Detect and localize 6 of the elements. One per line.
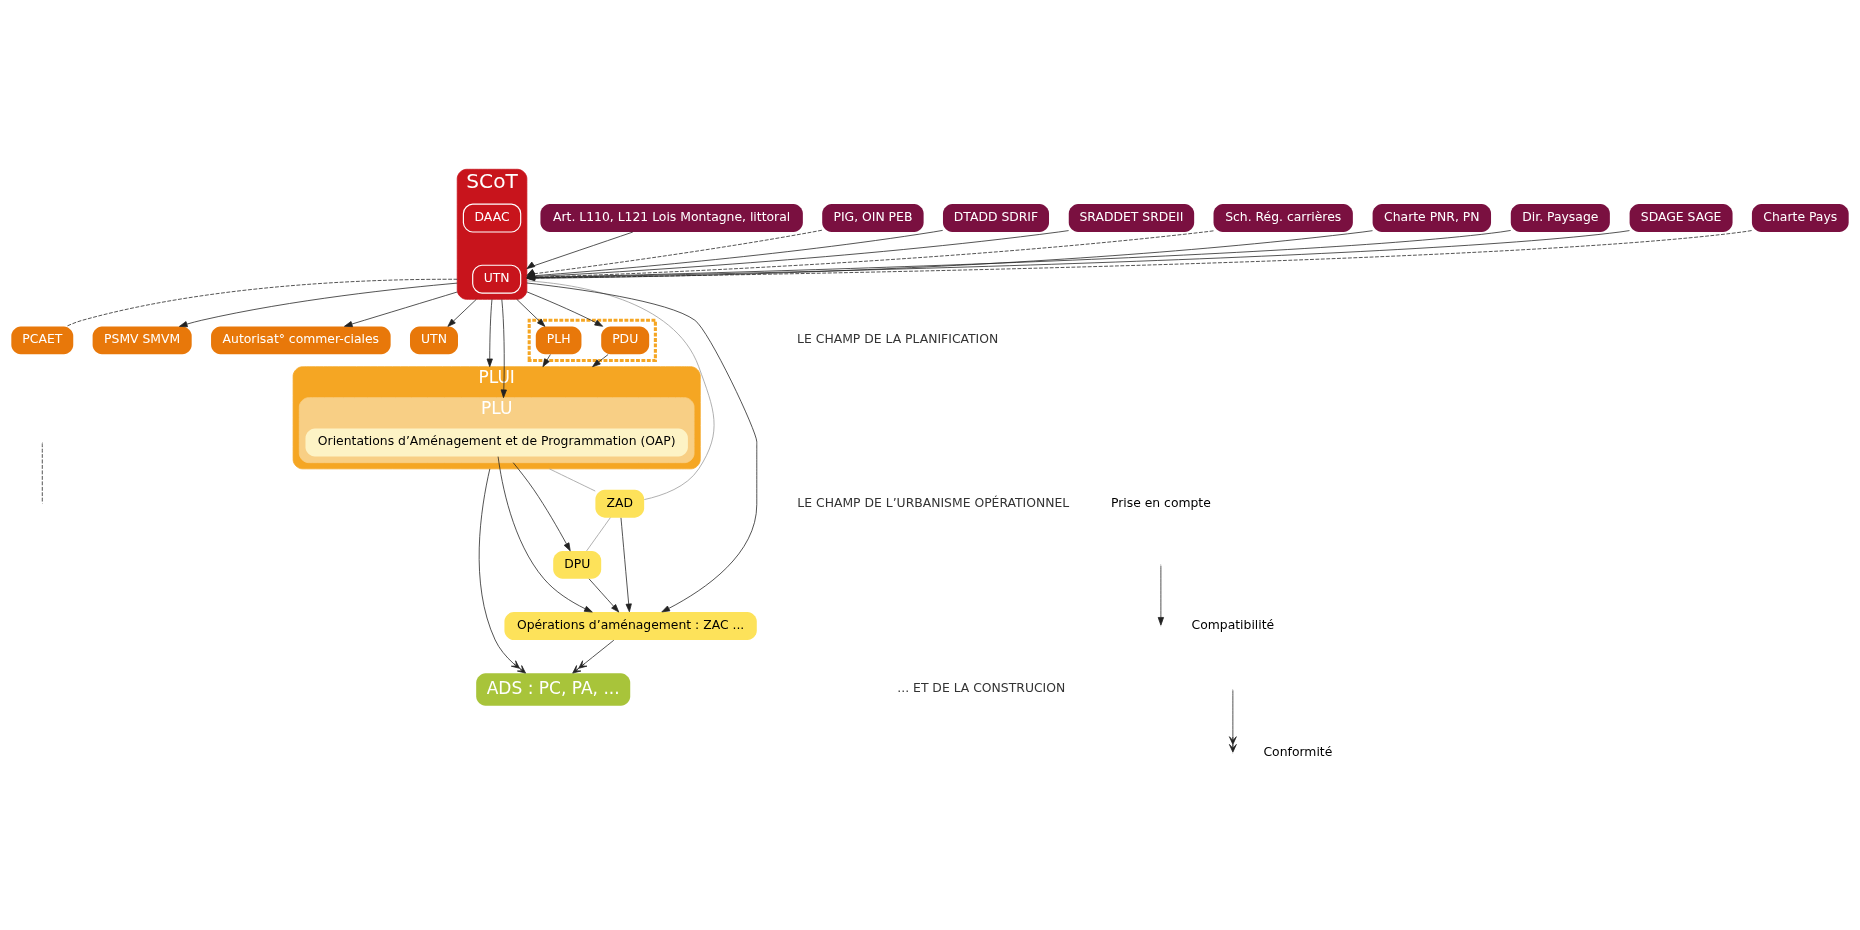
label: ... ET DE LA CONSTRUCION xyxy=(897,681,1066,696)
legend-label: Compatibilité xyxy=(1191,617,1275,632)
legend-label: Conformité xyxy=(1263,744,1333,759)
label: LE CHAMP DE LA PLANIFICATION xyxy=(797,332,999,347)
legend-label: Prise en compte xyxy=(1110,495,1211,510)
label: LE CHAMP DE L’URBANISME OPÉRATIONNEL xyxy=(797,495,1070,510)
